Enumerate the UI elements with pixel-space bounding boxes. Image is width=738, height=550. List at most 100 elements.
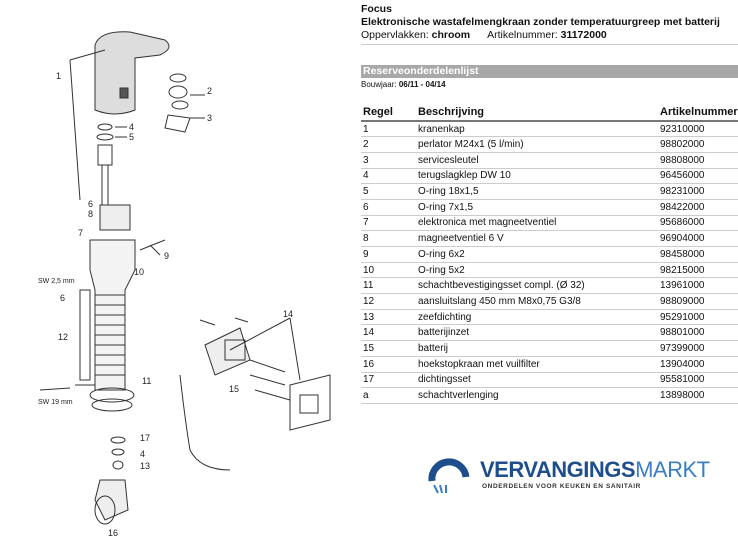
cell-artikelnummer: 97399000: [660, 340, 738, 357]
cell-beschrijving: schachtverlenging: [418, 387, 660, 404]
cell-regel: 4: [361, 168, 418, 185]
callout-16: 16: [108, 528, 118, 538]
cell-artikelnummer: 98809000: [660, 293, 738, 310]
diagram-callouts: 1 2 3 4 5 6 8 7 9 10 SW 2,5 mm 6 12 11 S…: [38, 71, 293, 538]
cell-regel: 13: [361, 309, 418, 326]
surface-value: chroom: [431, 29, 471, 41]
cell-beschrijving: O-ring 18x1,5: [418, 183, 660, 200]
callout-13: 13: [140, 461, 150, 471]
cell-artikelnummer: 98215000: [660, 262, 738, 279]
cell-artikelnummer: 13961000: [660, 277, 738, 295]
callout-17: 17: [140, 433, 150, 443]
callout-9: 9: [164, 251, 169, 261]
cell-artikelnummer: 95686000: [660, 215, 738, 232]
col-beschrijving: Beschrijving: [418, 103, 660, 122]
vervangingsmarkt-logo: VERVANGINGSMARKT ONDERDELEN VOOR KEUKEN …: [424, 455, 710, 495]
cell-beschrijving: zeefdichting: [418, 309, 660, 326]
cell-regel: 7: [361, 215, 418, 232]
cell-regel: 6: [361, 199, 418, 216]
cell-beschrijving: magneetventiel 6 V: [418, 230, 660, 247]
cell-regel: a: [361, 387, 418, 404]
cell-regel: 5: [361, 183, 418, 200]
callout-sw25: SW 2,5 mm: [38, 278, 75, 285]
logo-tagline: ONDERDELEN VOOR KEUKEN EN SANITAIR: [482, 483, 641, 490]
divider: [361, 44, 738, 45]
exploded-parts-diagram: 1 2 3 4 5 6 8 7 9 10 SW 2,5 mm 6 12 11 S…: [38, 31, 331, 538]
product-description: Elektronische wastafelmengkraan zonder t…: [361, 16, 720, 28]
surface-label: Oppervlakken:: [361, 29, 429, 41]
product-info: Focus Elektronische wastafelmengkraan zo…: [361, 3, 738, 42]
cell-regel: 1: [361, 121, 418, 138]
callout-7: 7: [78, 228, 83, 238]
cell-beschrijving: dichtingsset: [418, 372, 660, 389]
callout-14: 14: [283, 309, 293, 319]
cell-beschrijving: kranenkap: [418, 121, 660, 138]
cell-regel: 12: [361, 293, 418, 310]
cell-regel: 8: [361, 230, 418, 247]
table-header: Regel Beschrijving Artikelnummer: [361, 103, 738, 122]
article-value: 31172000: [560, 29, 607, 41]
cell-regel: 16: [361, 356, 418, 373]
cell-regel: 17: [361, 372, 418, 389]
cell-regel: 9: [361, 246, 418, 263]
product-meta: Oppervlakken: chroom Artikelnummer: 3117…: [361, 29, 738, 42]
build-year: Bouwjaar: 06/11 - 04/14: [361, 80, 446, 89]
cell-beschrijving: terugslagklep DW 10: [418, 168, 660, 185]
cell-regel: 15: [361, 340, 418, 357]
callout-8: 8: [88, 209, 93, 219]
cell-artikelnummer: 96904000: [660, 230, 738, 247]
logo-mark-icon: [428, 458, 470, 494]
cell-beschrijving: aansluitslang 450 mm M8x0,75 G3/8: [418, 293, 660, 310]
callout-15: 15: [229, 384, 239, 394]
cell-artikelnummer: 98801000: [660, 324, 738, 342]
cell-regel: 10: [361, 262, 418, 279]
cell-artikelnummer: 98231000: [660, 183, 738, 200]
cell-beschrijving: batterijinzet: [418, 324, 660, 342]
cell-artikelnummer: 98808000: [660, 152, 738, 169]
callout-2: 2: [207, 86, 212, 96]
cell-artikelnummer: 98458000: [660, 246, 738, 263]
col-artikelnummer: Artikelnummer: [660, 103, 738, 122]
article-label: Artikelnummer:: [487, 29, 558, 41]
cell-artikelnummer: 98422000: [660, 199, 738, 216]
cell-beschrijving: elektronica met magneetventiel: [418, 215, 660, 232]
callout-5: 5: [129, 132, 134, 142]
cell-artikelnummer: 95291000: [660, 309, 738, 326]
cell-regel: 3: [361, 152, 418, 169]
product-model: Focus: [361, 3, 392, 15]
cell-artikelnummer: 13898000: [660, 387, 738, 404]
col-regel: Regel: [361, 103, 418, 122]
section-title: Reserveonderdelenlijst: [361, 65, 738, 78]
cell-artikelnummer: 98802000: [660, 136, 738, 153]
cell-beschrijving: O-ring 7x1,5: [418, 199, 660, 216]
cell-beschrijving: O-ring 5x2: [418, 262, 660, 279]
callout-11: 11: [142, 376, 151, 386]
cell-beschrijving: perlator M24x1 (5 l/min): [418, 136, 660, 153]
callout-6: 6: [88, 199, 93, 209]
logo-name: VERVANGINGSMARKT: [480, 457, 710, 482]
callout-1: 1: [56, 71, 61, 81]
cell-regel: 14: [361, 324, 418, 342]
cell-regel: 2: [361, 136, 418, 153]
cell-beschrijving: hoekstopkraan met vuilfilter: [418, 356, 660, 373]
callout-12: 12: [58, 332, 68, 342]
cell-artikelnummer: 13904000: [660, 356, 738, 373]
callout-4b: 4: [140, 449, 145, 459]
cell-beschrijving: batterij: [418, 340, 660, 357]
